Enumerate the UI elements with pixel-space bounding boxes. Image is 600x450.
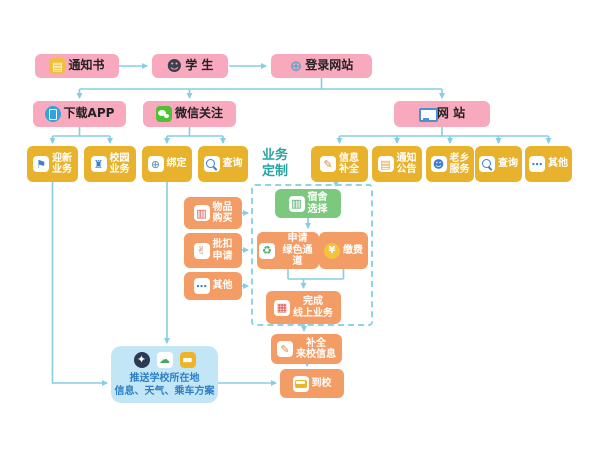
bind-globe-icon: ⊕ xyxy=(147,156,164,172)
download-app-label: 下载APP xyxy=(63,106,115,121)
website-branch-connectors xyxy=(336,127,552,144)
node-student: ☻ 学 生 xyxy=(152,54,228,78)
push-info-panel: ✦ ☁ ▬ 推送学校所在地 信息、天气、乘车方案 xyxy=(111,346,218,403)
app-branch-connectors xyxy=(49,127,113,144)
query-web-label: 查询 xyxy=(498,158,518,170)
node-dorm-select: ▥ 宿舍 选择 xyxy=(275,189,341,218)
dorm-icon: ▥ xyxy=(288,195,305,212)
push-info-label: 推送学校所在地 信息、天气、乘车方案 xyxy=(114,372,215,397)
website-label: 网 站 xyxy=(436,106,466,121)
student-label: 学 生 xyxy=(185,58,214,73)
notice-letter-label: 通知书 xyxy=(68,58,105,73)
ellipsis-icon: ⋯ xyxy=(193,278,210,294)
flag-icon: ⚑ xyxy=(33,156,49,172)
bus-icon xyxy=(292,375,309,392)
node-arrival-info: ✎ 补全 来校信息 xyxy=(271,334,342,364)
query-wechat-label: 查询 xyxy=(222,158,243,170)
node-batch-apply: ✌ 批扣 申请 xyxy=(184,233,242,268)
pay-label: 缴费 xyxy=(343,244,363,256)
green-channel-label: 申请 绿色通道 xyxy=(282,233,313,268)
pencil-icon: ✎ xyxy=(320,156,336,172)
money-icon: ¥ xyxy=(324,242,340,259)
wechat-follow-label: 微信关注 xyxy=(174,106,223,121)
weather-cloud-icon: ☁ xyxy=(156,351,173,368)
node-pay: ¥ 缴费 xyxy=(319,232,368,269)
welcome-business-label: 迎新 业务 xyxy=(52,152,72,176)
notebook-icon: ▤ xyxy=(49,58,66,74)
ellipsis-icon: ⋯ xyxy=(529,156,545,172)
batch-apply-label: 批扣 申请 xyxy=(212,239,233,262)
business-custom-label: 业务 定制 xyxy=(261,148,288,180)
node-notice-letter: ▤ 通知书 xyxy=(35,54,119,78)
dorm-select-label: 宿舍 选择 xyxy=(307,192,328,215)
smartphone-icon xyxy=(44,106,61,122)
node-info-complete: ✎ 信息 补全 xyxy=(311,146,368,182)
wechat-branch-connectors xyxy=(164,127,226,144)
node-notice-board: ▤ 通知 公告 xyxy=(372,146,422,182)
node-query-wechat: 查询 xyxy=(198,146,248,182)
node-download-app: 下载APP xyxy=(33,101,126,127)
node-green-channel: ♻ 申请 绿色通道 xyxy=(257,232,319,269)
node-item-purchase: ▥ 物品 购买 xyxy=(184,197,242,229)
arrival-info-label: 补全 来校信息 xyxy=(296,337,336,361)
item-purchase-label: 物品 购买 xyxy=(212,201,233,225)
other-business-label: 其他 xyxy=(212,280,233,292)
node-wechat-follow: 微信关注 xyxy=(143,101,236,127)
other-web-label: 其他 xyxy=(548,158,568,170)
node-bind: ⊕ 绑定 xyxy=(142,146,192,182)
node-login-website: ⊕ 登录网站 xyxy=(271,54,372,78)
node-other-web: ⋯ 其他 xyxy=(525,146,572,182)
notice-board-label: 通知 公告 xyxy=(396,152,417,176)
campus-icon: ♜ xyxy=(90,156,107,172)
hometown-service-label: 老乡 服务 xyxy=(449,152,470,176)
search-icon xyxy=(203,156,220,172)
node-welcome-business: ⚑ 迎新 业务 xyxy=(27,146,78,182)
globe-icon: ⊕ xyxy=(289,56,303,75)
bulletin-icon: ▤ xyxy=(377,156,394,172)
left-flow-connectors xyxy=(51,182,277,386)
arrive-school-label: 到校 xyxy=(311,377,332,389)
search-icon xyxy=(479,156,495,172)
hand-icon: ✌ xyxy=(193,242,210,259)
node-campus-business: ♜ 校园 业务 xyxy=(84,146,136,182)
package-icon: ▥ xyxy=(193,205,210,221)
campus-business-label: 校园 业务 xyxy=(109,152,130,176)
wechat-icon xyxy=(155,106,172,122)
monitor-icon xyxy=(418,107,438,122)
pencil-icon: ✎ xyxy=(277,341,293,357)
node-website: 网 站 xyxy=(394,101,490,127)
app-icons: ✦ ☁ ▬ xyxy=(133,351,196,368)
app-icon-dark: ✦ xyxy=(133,351,150,368)
node-arrive-school: 到校 xyxy=(280,369,344,398)
people-icon: ☻ xyxy=(430,156,447,172)
complete-online-label: 完成 线上业务 xyxy=(293,296,333,319)
top-flow-connectors xyxy=(76,63,445,99)
student-icon: ☻ xyxy=(166,56,183,75)
transport-icon: ▬ xyxy=(179,351,196,368)
node-query-web: 查询 xyxy=(475,146,522,182)
node-hometown-service: ☻ 老乡 服务 xyxy=(426,146,474,182)
node-other-business: ⋯ 其他 xyxy=(184,272,242,300)
cards-icon: ▦ xyxy=(274,299,290,316)
process-flow-connectors xyxy=(242,181,345,367)
login-website-label: 登录网站 xyxy=(305,58,354,73)
info-complete-label: 信息 补全 xyxy=(339,152,359,176)
business-custom-region xyxy=(251,184,373,326)
node-complete-online: ▦ 完成 线上业务 xyxy=(266,291,341,324)
recycle-icon: ♻ xyxy=(259,242,275,259)
bind-label: 绑定 xyxy=(166,158,187,170)
